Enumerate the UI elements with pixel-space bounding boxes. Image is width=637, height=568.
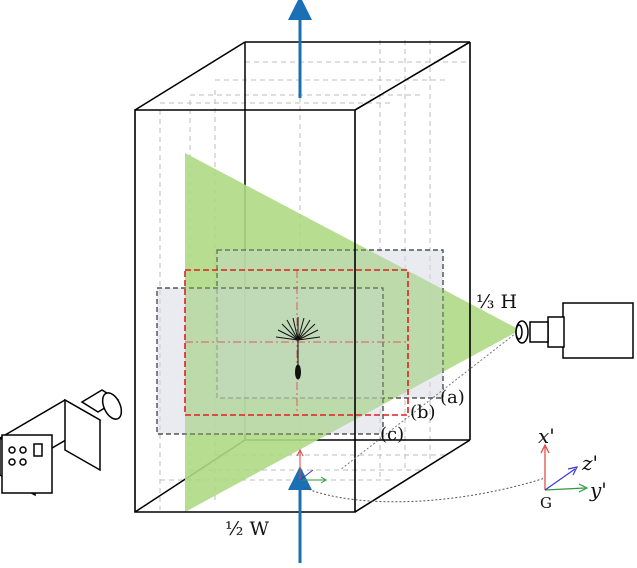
label-region-b: (b) <box>410 402 436 423</box>
label-axis-z: z' <box>581 451 598 475</box>
tank-front-edges <box>134 41 471 513</box>
center-lines <box>185 270 408 415</box>
region-c-box <box>156 287 384 435</box>
coordinate-frame <box>540 443 589 493</box>
right-camera-icon <box>515 302 634 359</box>
label-region-a: (a) <box>440 387 465 408</box>
label-axis-y: y' <box>589 478 607 502</box>
axes-connector <box>304 477 546 503</box>
label-origin-g: G <box>540 494 552 512</box>
label-one-third-h: ⅓ H <box>476 291 517 313</box>
label-region-c: (c) <box>380 424 404 445</box>
label-axis-x: x' <box>538 424 555 448</box>
dandelion-seed-icon <box>275 317 321 380</box>
label-half-w: ½ W <box>225 518 269 540</box>
inner-axes <box>296 448 327 484</box>
laser-sheet-overlay <box>185 153 520 512</box>
left-camera-front <box>1 434 53 494</box>
region-b-box <box>184 269 409 416</box>
